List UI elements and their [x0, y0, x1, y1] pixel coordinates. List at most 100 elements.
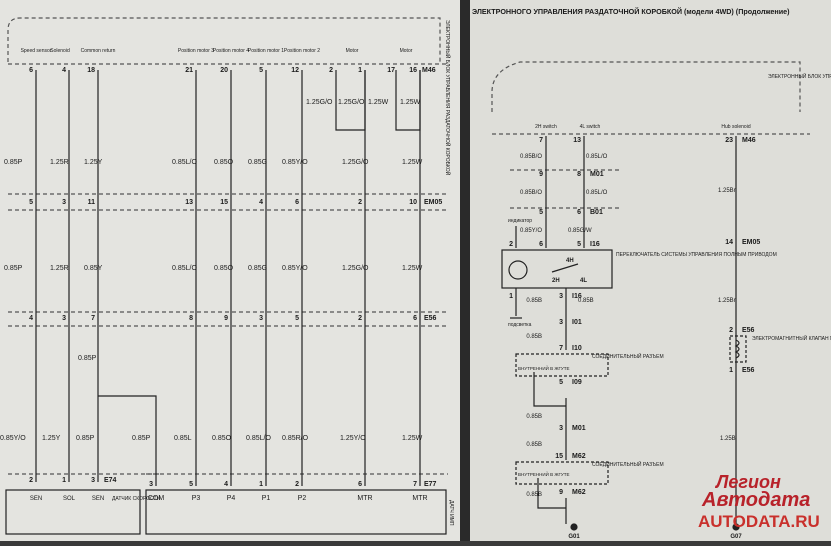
sensor-shield-branch [98, 395, 157, 486]
pin-row3-9: 6 [413, 315, 417, 322]
motor-loop-2 [395, 70, 421, 131]
i16-pin-3: 3 [559, 293, 563, 300]
pin-row3-5: 9 [224, 315, 228, 322]
connector-m01-bottom: M01 [572, 425, 586, 432]
terminal-right-4: P1 [262, 495, 271, 502]
left-column-wire-4: 0.85B [526, 298, 542, 304]
joint1-pin: 7 [559, 345, 563, 352]
connector-i10: I10 [572, 345, 582, 352]
joint2-inner: ВНУТРЕННИЙ В ЖГУТЕ [518, 470, 570, 477]
backlight-ground-label: подсветка [508, 322, 532, 328]
m01-pin-9: 9 [539, 171, 543, 178]
connector-em05-right: EM05 [742, 239, 760, 246]
connector-e77: E77 [424, 481, 437, 488]
wire-label-row2-5: 0.85O [214, 265, 234, 272]
wire-label-row2-3: 0.85Y [84, 265, 103, 272]
watermark-mid: Автодата [701, 489, 810, 511]
switch-pin-6: 6 [539, 241, 543, 248]
upper-wire-label-4: 1.25W [400, 99, 421, 106]
wire-label-row1-2: 1.25R [50, 159, 69, 166]
wire-label-mid: 0.85P [78, 355, 97, 362]
pin-top-7: 7 [539, 137, 543, 144]
motor-loop-1 [335, 70, 366, 131]
pin-row3-4: 8 [189, 315, 193, 322]
header-label-6: Position motor 1 [248, 48, 284, 54]
pin-top-4: 21 [185, 67, 193, 74]
terminal-left-1: SEN [30, 496, 42, 502]
switch-contact [551, 263, 579, 273]
pin-row3-3: 7 [91, 315, 95, 322]
pin-row2-5: 15 [220, 199, 228, 206]
connector-em05: EM05 [424, 199, 442, 206]
e56-pin2: 1 [729, 367, 733, 374]
pin-top-11: 16 [409, 67, 417, 74]
joint2-pin: 15 [555, 453, 563, 460]
m01-pin-8: 8 [577, 171, 581, 178]
hub-wire-2: 1.25Br [718, 298, 736, 304]
header-2h-switch: 2H switch [535, 124, 557, 130]
wire-label-row3-5: 0.85L [174, 435, 192, 442]
speed-sensor-box [5, 489, 141, 535]
pin-bottom-right-1: 3 [149, 481, 153, 488]
connector-i01: I01 [572, 319, 582, 326]
header-4l-switch: 4L switch [580, 124, 601, 130]
switch-pin-5: 5 [577, 241, 581, 248]
terminal-left-3: SEN [92, 496, 104, 502]
wire-label-row1-1: 0.85P [4, 159, 23, 166]
wire-label-row3-10: 1.25W [402, 435, 423, 442]
wire-label-row1-8: 1.25G/O [342, 159, 369, 166]
pin-top-9: 1 [358, 67, 362, 74]
terminal-right-3: P4 [227, 495, 236, 502]
wire-label-row2-2: 1.25R [50, 265, 69, 272]
pin-bottom-left-3: 3 [91, 477, 95, 484]
pin-top-6: 5 [259, 67, 263, 74]
ground-g01-symbol [570, 523, 578, 531]
left-column-wire-6: 0.85B [526, 414, 542, 420]
wire-label-row3-4: 0.85P [132, 435, 151, 442]
pin-row3-2: 3 [62, 315, 66, 322]
switch-title: ПЕРЕКЛЮЧАТЕЛЬ СИСТЕМЫ УПРАВЛЕНИЯ ПОЛНЫМ … [616, 252, 777, 258]
solenoid-coil [734, 339, 740, 359]
hub-wire-1: 1.25Br [718, 188, 736, 194]
ground-g01-label: G01 [568, 534, 580, 540]
ground-g07-symbol [732, 523, 740, 531]
wire-label-row1-3: 1.25Y [84, 159, 103, 166]
pin-top-10: 17 [387, 67, 395, 74]
ground-g07-label: G07 [730, 534, 742, 540]
e56-pin: 2 [729, 327, 733, 334]
right-column-wire-3: 0.85G/W [568, 228, 592, 234]
header-label-7: Position motor 2 [284, 48, 320, 54]
joint-connector-m62 [515, 461, 609, 485]
book-gutter [460, 0, 470, 541]
wire-label-row3-1: 0.85Y/O [0, 435, 26, 442]
connector-i09: I09 [572, 379, 582, 386]
wire-label-row1-4: 0.85L/O [172, 159, 197, 166]
connector-e56: E56 [424, 315, 437, 322]
pulse-sensor-box [145, 489, 447, 535]
pin-top-1: 6 [29, 67, 33, 74]
pin-top-23: 23 [725, 137, 733, 144]
joint-connector-i10 [515, 353, 609, 377]
terminal-left-2: SOL [63, 496, 76, 502]
ecu-note-left: ЭЛЕКТРОННЫЙ БЛОК УПРАВЛЕНИЯ РАЗДАТОЧНОЙ … [444, 20, 452, 176]
pin-bottom-right-6: 6 [358, 481, 362, 488]
switch-pin-2: 2 [509, 241, 513, 248]
left-column-wire-7: 0.85B [526, 442, 542, 448]
wire-label-row3-2: 1.25Y [42, 435, 61, 442]
joint2-title: СОЕДИНИТЕЛЬНЫЙ РАЗЪЕМ [592, 460, 664, 468]
watermark-top: Легион [714, 472, 781, 492]
wire-label-row2-6: 0.85G [248, 265, 267, 272]
pin-row2-8: 2 [358, 199, 362, 206]
connector-e56-right: E56 [742, 327, 755, 334]
pin-row3-6: 3 [259, 315, 263, 322]
left-column-wire-5: 0.85B [526, 334, 542, 340]
connector-i16: I16 [590, 241, 600, 248]
pin-top-7: 12 [291, 67, 299, 74]
speed-sensor-title: ДАТЧИК СКОРОСТИ [112, 496, 161, 502]
switch-pos-4l: 4L [580, 278, 587, 284]
pin-row2-4: 13 [185, 199, 193, 206]
terminal-right-5: P2 [298, 495, 307, 502]
connector-m62-bottom: M62 [572, 489, 586, 496]
